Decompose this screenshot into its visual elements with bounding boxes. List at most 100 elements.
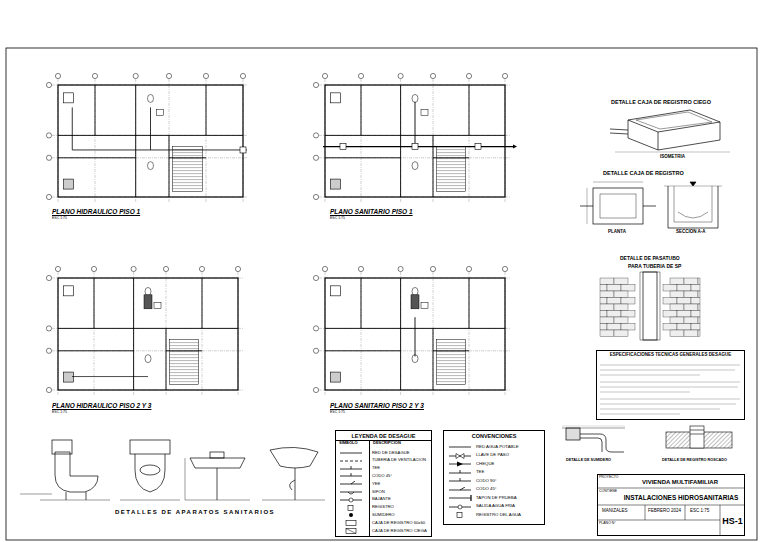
- axis-bubble: [313, 387, 318, 392]
- axis-line: [206, 79, 207, 202]
- legend-text: CODO 45°: [372, 474, 392, 479]
- brick: [684, 330, 698, 337]
- legend-symbol: [338, 481, 364, 487]
- plan-line: [457, 513, 462, 518]
- brick: [684, 317, 698, 324]
- inner-wall: [400, 85, 401, 197]
- axis-bubble: [55, 266, 60, 271]
- legend-line: [340, 453, 362, 454]
- axis-line: [319, 157, 510, 158]
- legend-line: [449, 498, 471, 499]
- drawing-label: PROYECTO: [599, 476, 619, 480]
- drawing-label: SECCION A-A: [676, 230, 706, 235]
- registry-box: [340, 144, 346, 150]
- drain-detail: [562, 426, 625, 452]
- stair-step: [170, 363, 199, 364]
- basin: [421, 110, 428, 116]
- stair-step: [437, 149, 466, 150]
- stair-step: [170, 381, 199, 382]
- stair: [437, 340, 466, 385]
- axis-bubble: [240, 73, 245, 78]
- drawing-label: FEBRERO 2024: [648, 509, 681, 514]
- inner-wall: [166, 328, 167, 390]
- washer: [330, 179, 340, 189]
- brick: [607, 324, 621, 331]
- brick: [607, 311, 621, 318]
- axis-bubble: [46, 194, 51, 199]
- brick: [691, 285, 700, 292]
- axis-bubble: [199, 266, 204, 271]
- axis-line: [135, 79, 136, 202]
- node-text: VIVIENDA MULTIFAMILIAR: [616, 479, 744, 486]
- stair-step: [173, 158, 203, 159]
- toilet: [145, 355, 151, 363]
- stair-step: [437, 176, 466, 177]
- legend-text: TEE: [476, 470, 484, 475]
- inner-wall: [58, 328, 238, 329]
- stair-step: [437, 152, 466, 153]
- plan-line: [458, 505, 462, 509]
- drawing-label: ISOMETRIA: [660, 155, 685, 160]
- inner-wall: [58, 350, 134, 351]
- floor-plan: [313, 73, 517, 202]
- brick: [663, 324, 677, 331]
- brick: [607, 298, 621, 305]
- drawing-label: DETALLE CAJA DE REGISTRO CIEGO: [611, 99, 711, 105]
- outer-wall: [58, 85, 243, 197]
- stair-step: [437, 155, 466, 156]
- title-block: INSTALACIONES HIDROSANITARIAS: [598, 489, 746, 506]
- stair-step: [170, 366, 199, 367]
- sheet-frame: [6, 48, 757, 540]
- axis-line: [166, 272, 167, 395]
- brick: [691, 311, 700, 318]
- node-text: CONVENCIONES: [444, 433, 544, 439]
- inner-wall: [169, 135, 170, 197]
- axis-bubble: [131, 266, 136, 271]
- legend-text: LLAVE DE PASO: [476, 453, 509, 458]
- axis-bubble: [91, 266, 96, 271]
- drawing-label: DETALLE DE PASATUBO: [620, 256, 680, 262]
- drawing-title: PLANO HIDRAULICO PISO 1: [52, 208, 140, 215]
- stair-step: [437, 381, 466, 382]
- washer: [330, 372, 340, 382]
- plan-line: [460, 470, 461, 473]
- stair-step: [437, 173, 466, 174]
- plan-line: [351, 466, 352, 469]
- legend-line: [340, 460, 362, 461]
- heater: [330, 286, 340, 296]
- legend-text: REGISTRO DEL AGUA: [476, 513, 521, 518]
- floor-plan: [46, 73, 248, 202]
- brick: [614, 278, 628, 285]
- brick: [600, 304, 614, 311]
- water-pipe: [72, 376, 148, 377]
- title-block-grid: [597, 488, 745, 536]
- axis-line: [52, 350, 243, 351]
- brick: [607, 285, 621, 292]
- basin: [421, 303, 428, 309]
- drawing-title: PLANO HIDRAULICO PISO 2 Y 3: [52, 402, 151, 409]
- inner-wall: [135, 85, 136, 197]
- legend-symbol: [338, 458, 364, 464]
- drawing-label: DESCRIPCION: [373, 441, 401, 445]
- brick: [621, 311, 635, 318]
- legend-text: RED AGUA POTABLE: [476, 445, 519, 450]
- axis-line: [361, 79, 362, 202]
- brick: [621, 298, 635, 305]
- brick: [621, 324, 635, 331]
- brick: [600, 330, 614, 337]
- axis-bubble: [46, 348, 51, 353]
- drawing-title: DETALLES DE APARATOS SANITARIOS: [115, 509, 275, 516]
- meter: [240, 147, 246, 153]
- inner-wall: [469, 85, 470, 135]
- stair-step: [437, 375, 466, 376]
- axis-line: [52, 157, 248, 158]
- brick: [698, 330, 700, 337]
- inner-wall: [133, 278, 134, 390]
- stair-step: [437, 369, 466, 370]
- heater: [63, 286, 73, 296]
- inner-wall: [433, 135, 434, 197]
- shaft: [144, 295, 152, 309]
- axis-line: [202, 272, 203, 395]
- isometric-box: [610, 110, 730, 152]
- inner-wall: [206, 85, 207, 135]
